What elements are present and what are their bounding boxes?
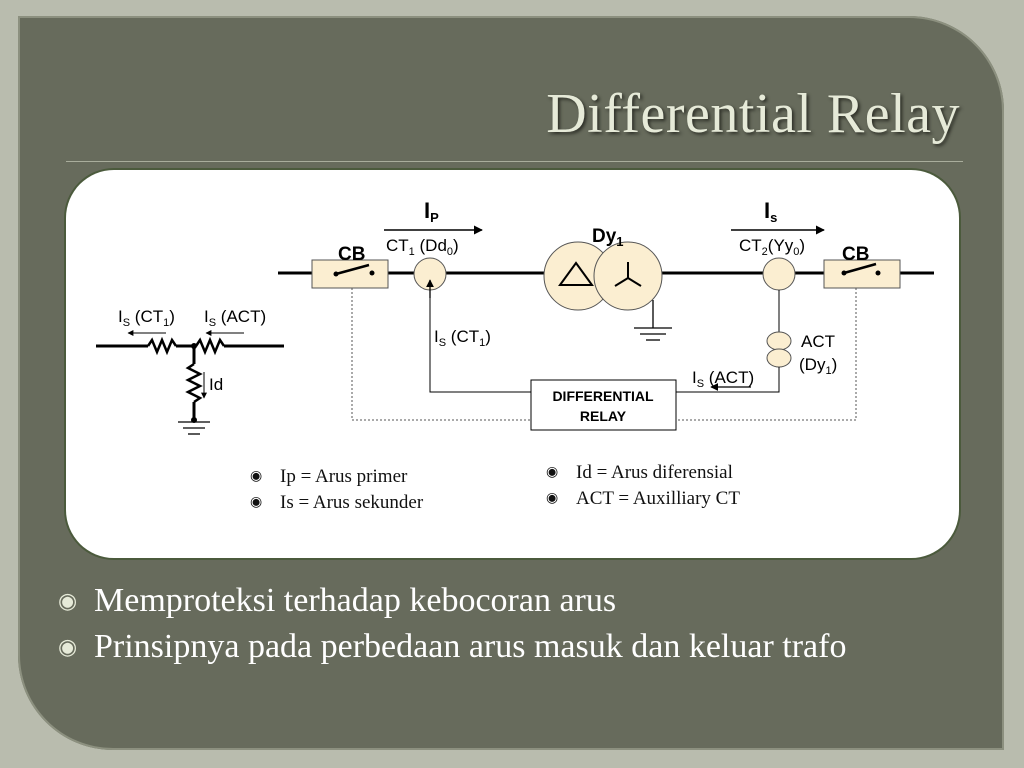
- bullet-item: ◉Prinsipnya pada perbedaan arus masuk da…: [58, 624, 958, 670]
- legend-item: ◉ACT = Auxilliary CT: [546, 486, 740, 512]
- ip-label: IP: [424, 198, 439, 225]
- ground-node: [191, 417, 197, 423]
- bullet-icon: ◉: [250, 495, 263, 510]
- is-label: Is: [764, 198, 777, 225]
- ct1-relay-wire: [429, 290, 531, 393]
- ct2-symbol: [762, 257, 796, 291]
- relay-label-line1: DIFFERENTIAL: [552, 388, 654, 404]
- act-coil-lower: [766, 348, 792, 368]
- differential-relay-box: [530, 379, 677, 431]
- bullet-icon: ◉: [546, 491, 559, 506]
- legend-left: ◉Ip = Arus primer ◉Is = Arus sekunder: [250, 464, 423, 516]
- transformer-ground-icon: [634, 300, 672, 341]
- wye-winding-icon: [614, 262, 642, 287]
- bullet-icon: ◉: [58, 588, 78, 613]
- legend-item: ◉Is = Arus sekunder: [250, 490, 423, 516]
- act-relay-wire: [676, 367, 780, 393]
- act-dy1-label: (Dy1): [799, 355, 837, 377]
- bullet-item: ◉Memproteksi terhadap kebocoran arus: [58, 578, 958, 624]
- legend-item: ◉Ip = Arus primer: [250, 464, 423, 490]
- legend-right: ◉Id = Arus diferensial ◉ACT = Auxilliary…: [546, 460, 740, 512]
- junction-node: [191, 343, 197, 349]
- left-is-act-label: IS (ACT): [204, 307, 266, 329]
- slide-bullets: ◉Memproteksi terhadap kebocoran arus ◉Pr…: [58, 578, 958, 670]
- trip-line-left: [351, 288, 531, 421]
- diagram-panel: CB CB IP CT1 (Dd0) Is CT2(Yy0): [66, 170, 959, 558]
- act-coil-upper: [766, 331, 792, 351]
- cb-right-label: CB: [842, 244, 869, 265]
- equivalent-circuit: [96, 336, 284, 435]
- is-act-label: IS (ACT): [692, 368, 754, 390]
- circuit-breaker-left: [311, 259, 389, 289]
- is-ct1-label: IS (CT1): [434, 327, 491, 349]
- title-divider: [66, 161, 963, 162]
- cb-left-label: CB: [338, 244, 365, 265]
- bullet-icon: ◉: [546, 465, 559, 480]
- trip-line-right: [676, 288, 857, 421]
- differential-relay-diagram: CB CB IP CT1 (Dd0) Is CT2(Yy0): [96, 198, 934, 435]
- legend-item: ◉Id = Arus diferensial: [546, 460, 740, 486]
- circuit-breaker-right: [823, 259, 901, 289]
- left-is-ct1-label: IS (CT1): [118, 307, 175, 329]
- transformer-dy1: [543, 241, 663, 311]
- id-label: Id: [209, 375, 223, 394]
- slide-title: Differential Relay: [546, 83, 960, 145]
- dy1-label: Dy1: [592, 226, 624, 249]
- ct2-label: CT2(Yy0): [739, 236, 805, 258]
- relay-label-line2: RELAY: [580, 408, 627, 424]
- delta-winding-icon: [558, 261, 594, 286]
- ct1-label: CT1 (Dd0): [386, 236, 459, 258]
- act-label: ACT: [801, 332, 835, 351]
- bullet-icon: ◉: [250, 469, 263, 484]
- bullet-icon: ◉: [58, 634, 78, 659]
